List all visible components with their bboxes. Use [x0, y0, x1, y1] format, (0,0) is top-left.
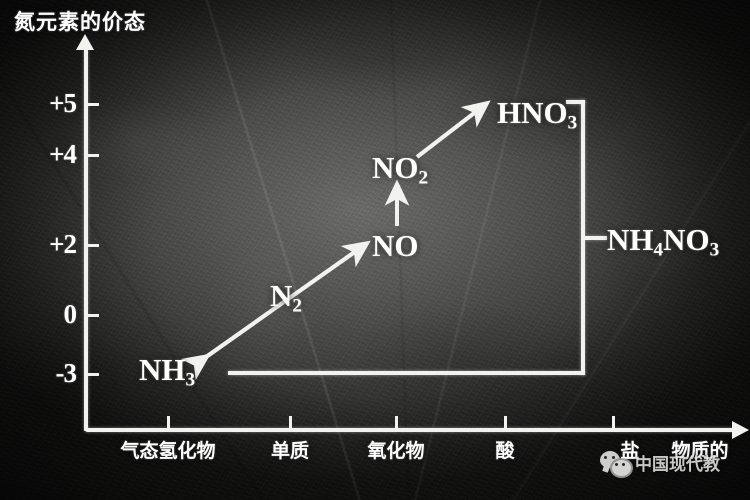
x-axis-end-label: 物质的 [671, 440, 729, 462]
y-tick-label-plus4: +4 [49, 139, 77, 169]
formula-hno3: HNO3 [497, 95, 577, 134]
x-tick-label-hydride: 气态氢化物 [120, 440, 216, 462]
salt-bracket-vertical [581, 100, 585, 375]
x-axis-arrowhead-icon [732, 421, 749, 439]
formula-no2: NO2 [372, 150, 428, 189]
x-axis-line [86, 428, 740, 432]
formula-no: NO [372, 228, 419, 264]
y-tick-mark [86, 373, 99, 376]
y-tick-mark [86, 244, 99, 247]
x-tick-mark [504, 416, 507, 428]
salt-bracket-connector [585, 236, 607, 240]
y-tick-label-zero: 0 [63, 299, 77, 329]
watermark-text: 中国现代教 [635, 455, 720, 475]
y-tick-mark [86, 314, 99, 317]
formula-nh3-text: NH [139, 352, 186, 387]
formula-hno3-sub: 3 [567, 112, 578, 134]
formula-nh4no3-sub-a: 4 [653, 239, 664, 261]
x-tick-label-acid: 酸 [495, 440, 515, 462]
formula-nh3-sub: 3 [185, 369, 196, 391]
formula-n2-text: N [270, 278, 293, 313]
y-tick-label-minus3: -3 [55, 358, 77, 388]
formula-hno3-text: HNO [497, 95, 568, 130]
formula-nh4no3-text-a: NH [607, 222, 654, 257]
formula-n2: N2 [270, 278, 302, 317]
x-tick-mark [289, 416, 292, 428]
formula-n2-sub: 2 [292, 295, 302, 317]
y-tick-mark [86, 154, 99, 157]
formula-nh4no3-sub-b: 3 [709, 239, 720, 261]
x-tick-label-oxide: 氧化物 [367, 440, 425, 462]
formula-no2-sub: 2 [418, 167, 429, 189]
x-tick-mark [612, 416, 615, 428]
formula-nh4no3-text-b: NO [663, 222, 710, 257]
y-axis-title: 氮元素的价态 [14, 10, 146, 34]
x-tick-mark [167, 416, 170, 428]
y-tick-mark [86, 103, 99, 106]
formula-no-text: NO [372, 228, 419, 263]
x-tick-mark [395, 416, 398, 428]
formula-no2-text: NO [372, 150, 419, 185]
y-tick-label-plus5: +5 [49, 88, 77, 118]
formula-nh3: NH3 [139, 352, 195, 391]
formula-nh4no3: NH4NO3 [607, 222, 719, 261]
y-axis-line [84, 45, 88, 431]
salt-bracket-top-stub [566, 100, 585, 104]
watermark: 中国现代教 [600, 450, 720, 478]
wechat-icon [600, 450, 633, 478]
x-tick-label-element: 单质 [270, 440, 310, 462]
salt-bracket-bottom-line [228, 371, 585, 375]
y-tick-label-plus2: +2 [49, 229, 77, 259]
y-axis-arrowhead-icon [76, 34, 94, 50]
x-tick-label-salt: 盐 [620, 440, 640, 462]
